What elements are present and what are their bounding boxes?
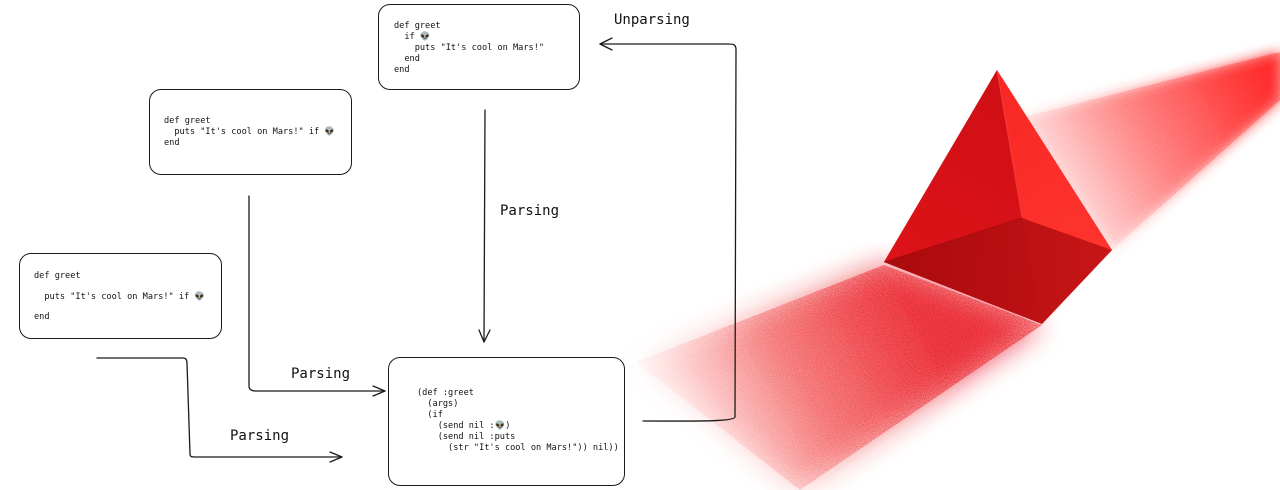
label-parsing-mid: Parsing <box>291 366 351 382</box>
code-box-modifier-if: def greet puts "It's cool on Mars!" if 👽… <box>149 89 352 175</box>
parsing-arrow-mid <box>248 195 386 392</box>
parsing-arrowhead-mid <box>372 385 386 397</box>
code-box-modifier-if-spaced: def greet puts "It's cool on Mars!" if 👽… <box>19 253 222 339</box>
unparsing-arrowhead <box>599 37 613 51</box>
label-unparsing: Unparsing <box>614 12 690 28</box>
code-ast: (def :greet (args) (if (send nil :👽) (se… <box>417 388 619 453</box>
code-box-if-block: def greet if 👽 puts "It's cool on Mars!"… <box>378 4 580 90</box>
label-parsing-left: Parsing <box>230 428 290 444</box>
parsing-arrowhead-left <box>329 451 343 463</box>
parsing-arrow-top <box>483 109 486 343</box>
label-parsing-top: Parsing <box>500 203 560 219</box>
code-modifier-if-spaced: def greet puts "It's cool on Mars!" if 👽… <box>34 271 206 322</box>
parsing-arrowhead-top <box>478 329 491 343</box>
ruby-pyramid <box>883 69 1112 324</box>
parsing-arrow-left <box>96 357 343 458</box>
code-box-ast: (def :greet (args) (if (send nil :👽) (se… <box>388 357 625 486</box>
code-modifier-if: def greet puts "It's cool on Mars!" if 👽… <box>164 116 336 148</box>
light-trail-upper <box>1020 52 1280 250</box>
unparsing-arrow <box>599 43 737 422</box>
code-if-block: def greet if 👽 puts "It's cool on Mars!"… <box>394 21 545 75</box>
light-trail-lower <box>636 265 1042 490</box>
